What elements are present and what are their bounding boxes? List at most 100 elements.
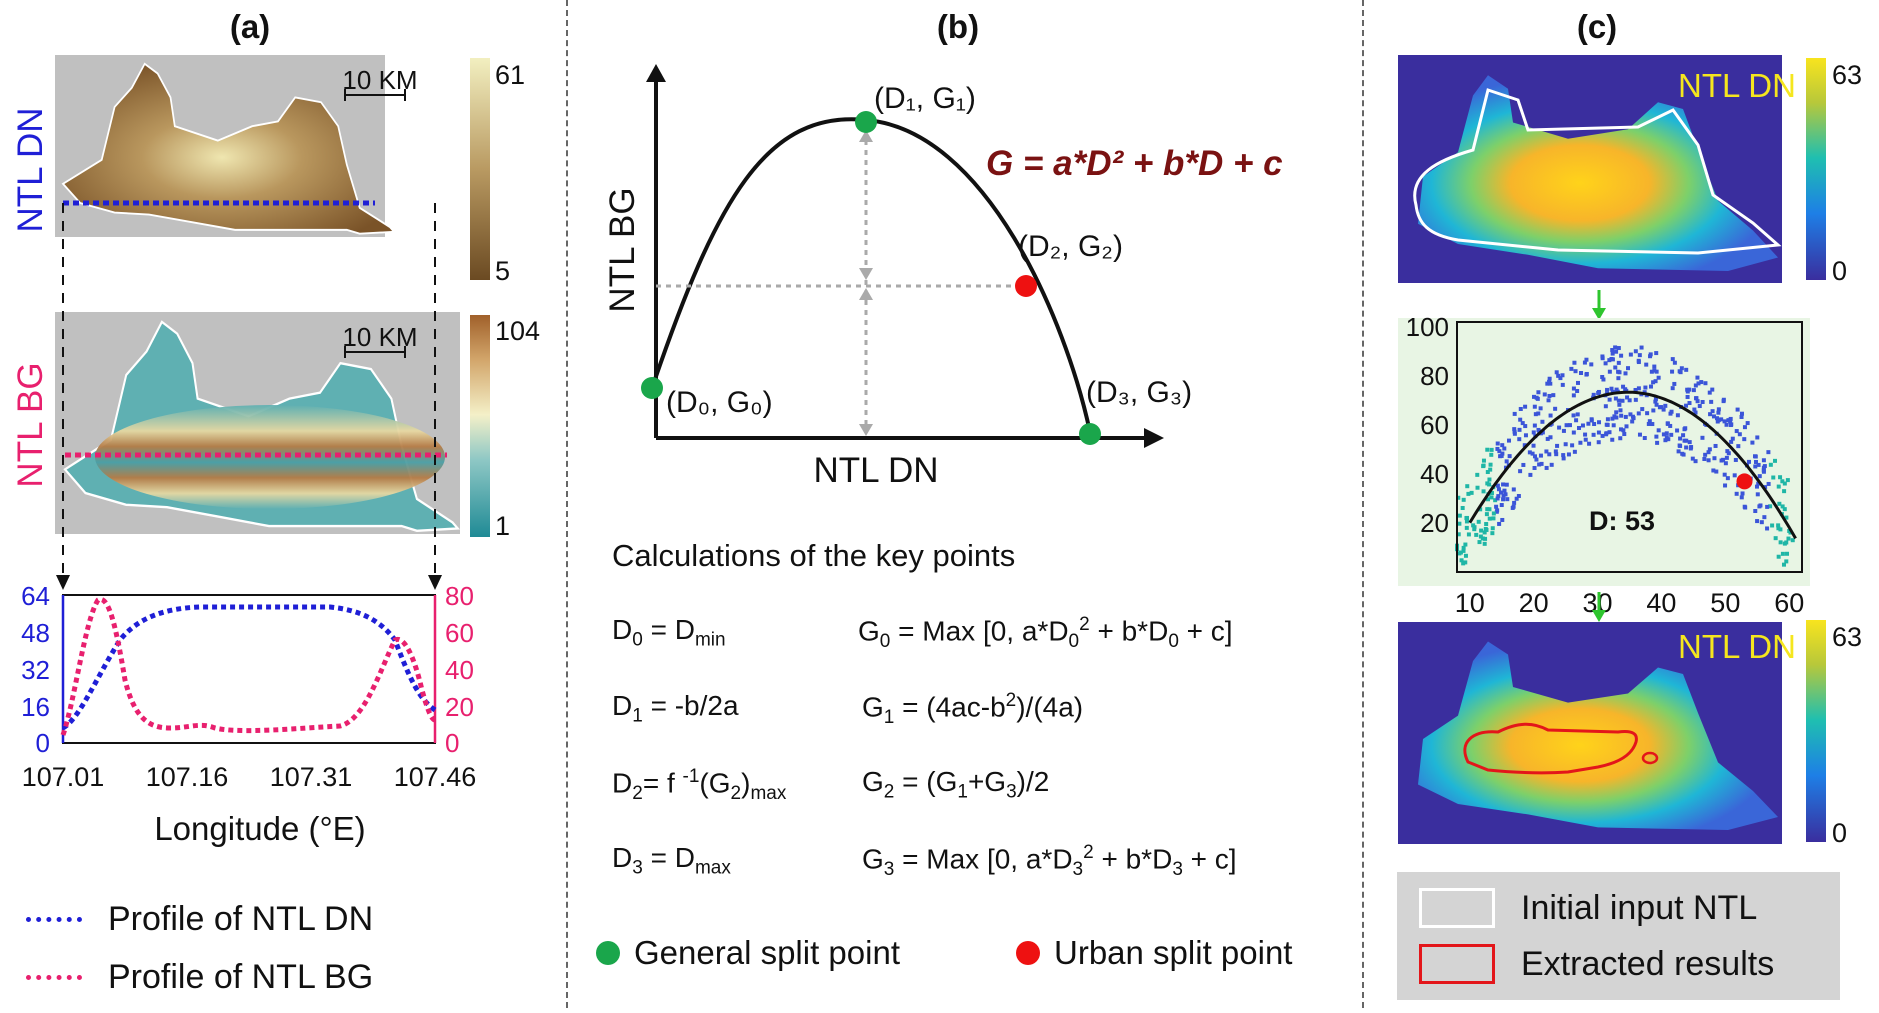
- general-point-icon: [596, 941, 620, 965]
- scatter-point: [1610, 351, 1615, 356]
- bg-scalebar-label: 10 KM: [342, 322, 417, 352]
- scatter-point: [1456, 495, 1461, 500]
- guide-arrow: [859, 288, 873, 300]
- scatter-point: [1610, 437, 1615, 442]
- scatter-point: [1621, 384, 1626, 389]
- point-d3: [1079, 423, 1101, 445]
- scatter-point: [1740, 491, 1745, 496]
- scatter-point: [1730, 436, 1735, 441]
- scatter-point: [1487, 477, 1492, 482]
- scatter-point: [1604, 422, 1609, 427]
- scatter-point: [1653, 379, 1658, 384]
- scatter-point: [1605, 417, 1610, 422]
- scatter-point: [1756, 462, 1761, 467]
- scatter-point: [1734, 491, 1739, 496]
- scatter-point: [1571, 393, 1576, 398]
- scatter-point: [1610, 416, 1615, 421]
- scalebar: [344, 89, 406, 101]
- panel-c: (c) NTL DN 63 0 10080604020102030405060D…: [1362, 0, 1879, 1008]
- formula-d0: D0 = Dmin: [612, 614, 726, 651]
- scatter-point: [1710, 387, 1715, 392]
- scatter-point: [1503, 492, 1508, 497]
- scatter-point: [1706, 458, 1711, 463]
- scatter-point: [1761, 458, 1766, 463]
- scatter-point: [1536, 411, 1541, 416]
- legend-dn-label: Profile of NTL DN: [108, 900, 374, 938]
- scatter-point: [1678, 443, 1683, 448]
- legend-extracted: Extracted results: [1419, 944, 1774, 984]
- scatter-point: [1637, 432, 1642, 437]
- scatter-point: [1547, 452, 1552, 457]
- scatter-point: [1607, 358, 1612, 363]
- right-tick: 80: [445, 581, 474, 611]
- scatter-point: [1685, 387, 1690, 392]
- panel-a: 10 KM 61 5 NTL DN 10 KM 104 1 NTL BG: [0, 0, 566, 1008]
- scatter-point: [1463, 553, 1468, 558]
- scatter-point: [1490, 526, 1495, 531]
- scatter-point: [1676, 449, 1681, 454]
- scatter-point: [1504, 482, 1509, 487]
- scatter-point: [1650, 422, 1655, 427]
- scatter-point: [1790, 538, 1795, 543]
- scatter-point: [1781, 562, 1786, 567]
- scatter-point: [1511, 487, 1516, 492]
- scatter-point: [1617, 402, 1622, 407]
- scatter-point: [1742, 425, 1747, 430]
- scatter-point: [1539, 461, 1544, 466]
- scatter-point: [1560, 382, 1565, 387]
- scatter-point: [1481, 458, 1486, 463]
- scatter-x-tick: 40: [1646, 588, 1676, 618]
- scatter-point: [1679, 366, 1684, 371]
- scatter-point: [1707, 447, 1712, 452]
- scatter-point: [1584, 357, 1589, 362]
- scatter-point: [1487, 507, 1492, 512]
- left-tick: 64: [21, 581, 50, 611]
- scatter-y-tick: 80: [1420, 361, 1449, 391]
- scatter-point: [1702, 457, 1707, 462]
- scatter-point: [1461, 548, 1466, 553]
- scatter-point: [1636, 411, 1641, 416]
- formula-g3: G3 = Max [0, a*D32 + b*D3 + c]: [862, 842, 1237, 880]
- scatter-point: [1768, 504, 1773, 509]
- top-map-title: NTL DN: [1678, 67, 1796, 104]
- scatter-point: [1463, 560, 1468, 565]
- scatter-point: [1726, 451, 1731, 456]
- scatter-point: [1728, 423, 1733, 428]
- scatter-point: [1742, 437, 1747, 442]
- scatter-point: [1561, 428, 1566, 433]
- left-tick: 0: [36, 728, 50, 758]
- scatter-point: [1523, 404, 1528, 409]
- scatter-point: [1527, 450, 1532, 455]
- scatter-point: [1654, 434, 1659, 439]
- scatter-point: [1651, 380, 1656, 385]
- scatter-point: [1558, 376, 1563, 381]
- scatter-point: [1604, 431, 1609, 436]
- scatter-point: [1512, 427, 1517, 432]
- scatter-point: [1714, 416, 1719, 421]
- legend-urban-label: Urban split point: [1054, 934, 1293, 971]
- scatter-point: [1589, 418, 1594, 423]
- dn-profile-curve: [61, 604, 437, 731]
- scatter-point: [1712, 456, 1717, 461]
- scatter-point: [1576, 425, 1581, 430]
- scatter-point: [1684, 367, 1689, 372]
- scatter-point: [1505, 497, 1510, 502]
- top-colorbar: [1806, 58, 1826, 280]
- scatter-point: [1735, 407, 1740, 412]
- scatter-point: [1619, 353, 1624, 358]
- scatter-point: [1500, 517, 1505, 522]
- scatter-point: [1653, 397, 1658, 402]
- scatter-point: [1490, 531, 1495, 536]
- scatter-point: [1495, 483, 1500, 488]
- scatter-point: [1633, 349, 1638, 354]
- scatter-point: [1549, 462, 1554, 467]
- scatter-point: [1703, 381, 1708, 386]
- point-d2: [1015, 275, 1037, 297]
- scatter-point: [1482, 541, 1487, 546]
- scatter-point: [1466, 532, 1471, 537]
- scatter-point: [1457, 513, 1462, 518]
- scatter-point: [1703, 452, 1708, 457]
- scatter-point: [1475, 472, 1480, 477]
- scatter-point: [1497, 521, 1502, 526]
- legend-general: General split point: [596, 934, 900, 972]
